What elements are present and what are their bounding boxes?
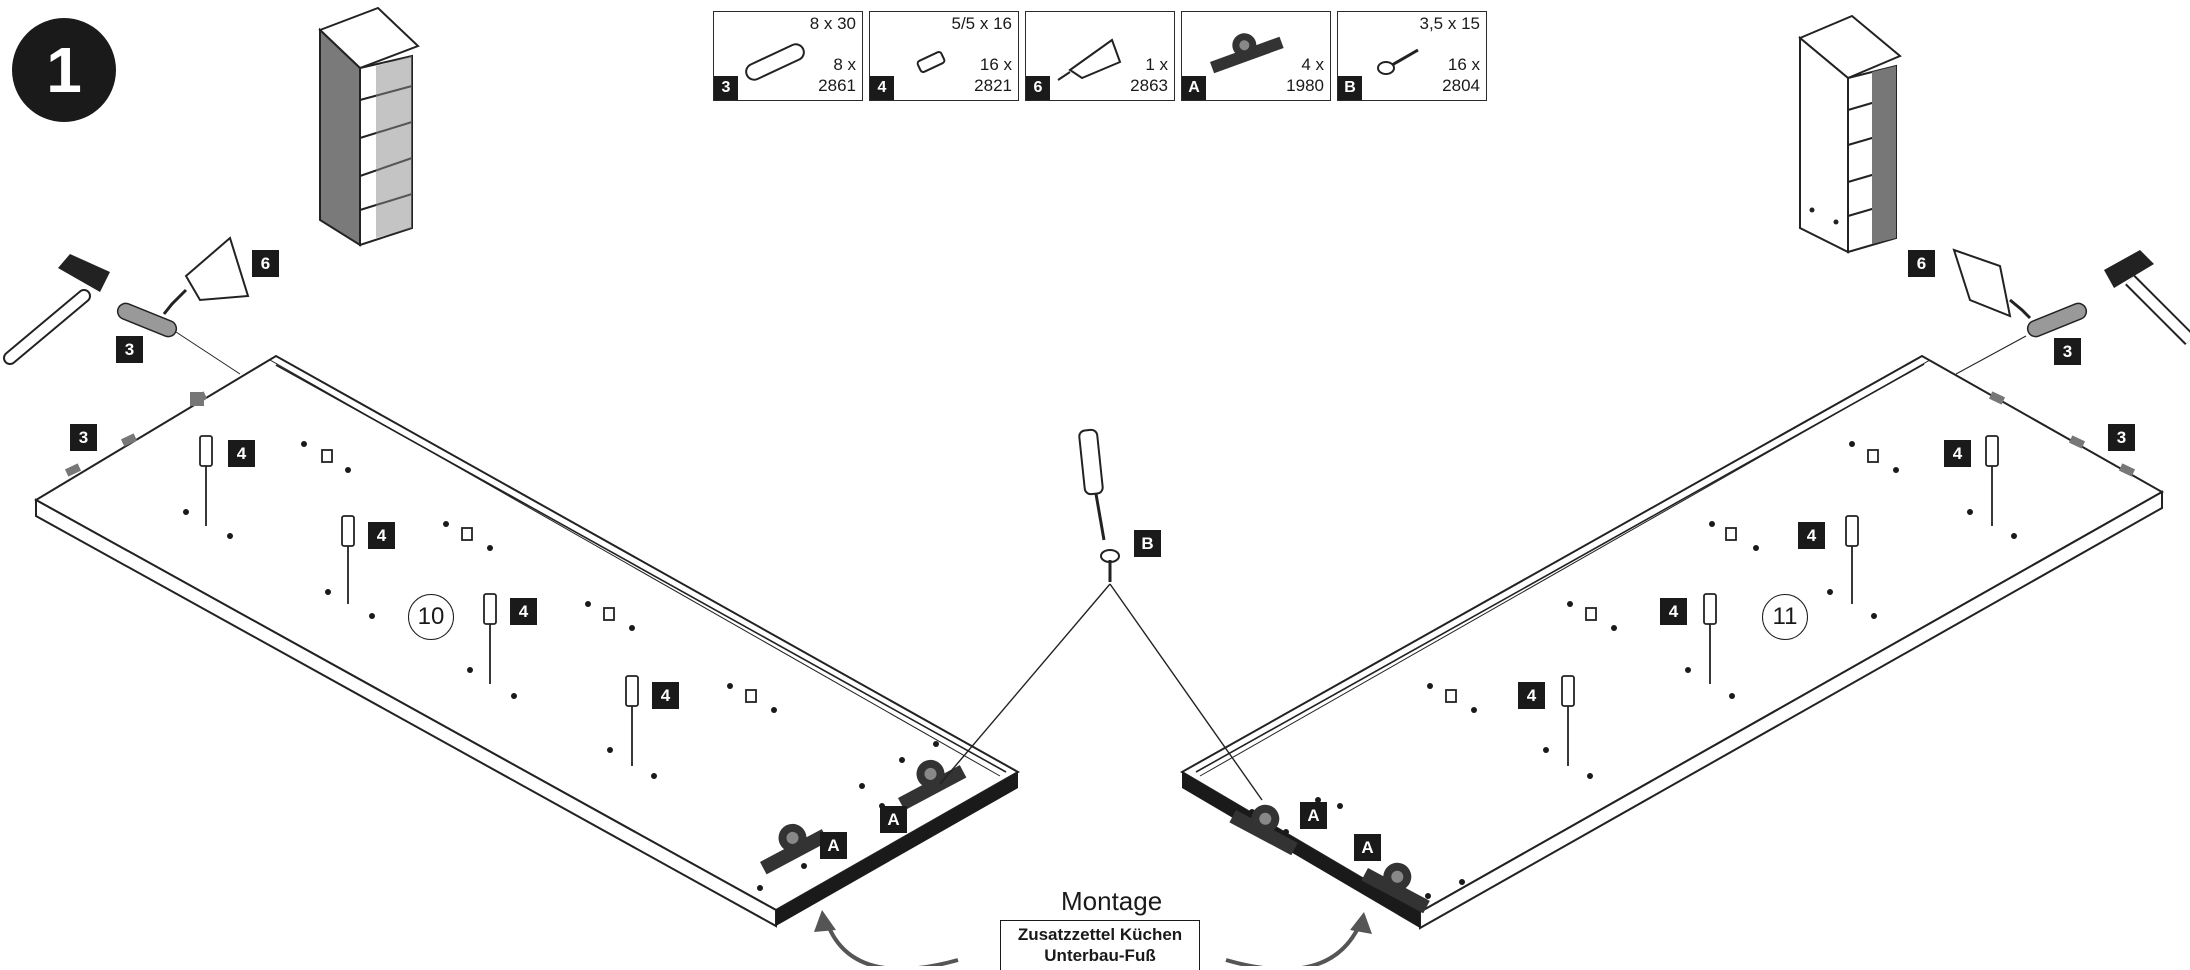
- label-shelf-pin-5: 4: [1518, 682, 1545, 709]
- cabinet-overview-right: [1798, 14, 1902, 254]
- shelf-pin-icon: [916, 51, 946, 73]
- label-shelf-pin-8: 4: [1944, 440, 1971, 467]
- part-tag: B: [1338, 76, 1362, 100]
- label-shelf-pin-2: 4: [368, 522, 395, 549]
- panel-left: [33, 354, 1021, 928]
- hammer-icon-right: [2104, 250, 2190, 345]
- label-bracket-left-2: A: [880, 806, 907, 833]
- panel-number-left: 10: [408, 594, 454, 640]
- label-shelf-pin-4: 4: [652, 682, 679, 709]
- screw-icon: [1100, 549, 1120, 582]
- label-bracket-right-2: A: [1354, 834, 1381, 861]
- hammer-icon-left: [3, 254, 110, 365]
- label-shelf-pin-3: 4: [510, 598, 537, 625]
- dowel-icon: [745, 43, 805, 81]
- drill-holes: [183, 441, 2017, 899]
- part-spec: 5/5 x 16: [951, 14, 1013, 33]
- screw-icon: [1377, 48, 1419, 75]
- shelf-pins-right: [1445, 435, 1999, 766]
- glue-tube-icon-left: [162, 236, 250, 315]
- screwdriver-icon: [1078, 428, 1106, 541]
- dowels-left: [64, 391, 2136, 477]
- screw-leader-lines: [939, 583, 1263, 801]
- glue-tube-icon-right: [1952, 248, 2032, 320]
- label-glue-right: 6: [1908, 250, 1935, 277]
- montage-title: Montage: [1061, 886, 1163, 916]
- glue-tube-icon: [1057, 38, 1122, 81]
- leg-bracket-icon: [1210, 33, 1284, 74]
- cabinet-overview-left: [318, 6, 420, 247]
- panel-right: [1179, 354, 2165, 930]
- part-spec: 3,5 x 15: [1419, 14, 1481, 33]
- part-tag: 4: [870, 76, 894, 100]
- note-line-1: Zusatzzettel Küchen: [1017, 925, 1183, 944]
- part-tag: 6: [1026, 76, 1050, 100]
- label-screw: B: [1134, 530, 1161, 557]
- leg-brackets: [760, 759, 1430, 914]
- panel-number-right: 11: [1762, 594, 1808, 640]
- label-dowel-right-2: 3: [2108, 424, 2135, 451]
- label-glue-left: 6: [252, 250, 279, 277]
- shelf-pins-left: [199, 435, 757, 766]
- dowel-icon-left: [116, 302, 241, 375]
- supplement-note-box: Zusatzzettel Küchen Unterbau-Fuß: [1000, 920, 1200, 970]
- part-tag: A: [1182, 76, 1206, 100]
- label-shelf-pin-1: 4: [228, 440, 255, 467]
- label-bracket-left-1: A: [820, 832, 847, 859]
- part-spec: 8 x 30: [809, 14, 856, 33]
- part-tag: 3: [714, 76, 738, 100]
- step-number-badge: 1: [12, 18, 116, 122]
- dowel-icon-right: [1955, 302, 2088, 375]
- label-bracket-right-1: A: [1300, 802, 1327, 829]
- label-dowel-left: 3: [116, 336, 143, 363]
- label-shelf-pin-7: 4: [1798, 522, 1825, 549]
- label-dowel-left-2: 3: [70, 424, 97, 451]
- note-line-2: Unterbau-Fuß: [1044, 946, 1156, 965]
- label-dowel-right: 3: [2054, 338, 2081, 365]
- label-shelf-pin-6: 4: [1660, 598, 1687, 625]
